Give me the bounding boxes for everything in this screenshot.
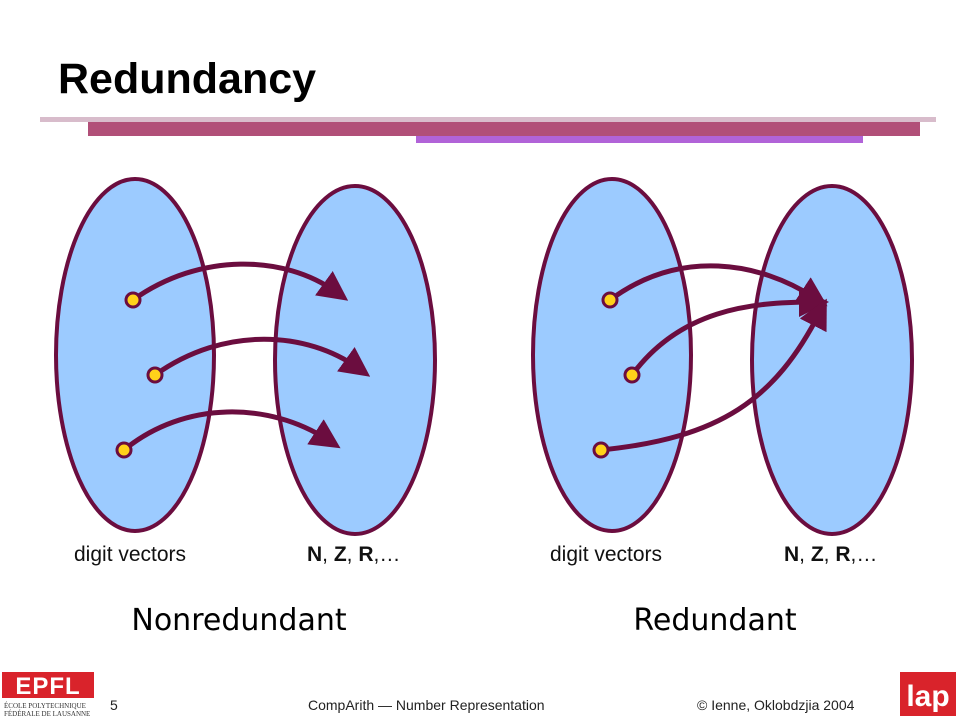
ellipsis: ,…: [373, 543, 401, 566]
epfl-logo-subtitle-2: FÉDÉRALE DE LAUSANNE: [4, 710, 90, 718]
header-rule-thin: [40, 117, 936, 122]
digit-vector-point: [592, 441, 610, 459]
redundant-caption: Redundant: [633, 603, 797, 638]
separator: ,: [346, 543, 359, 566]
lap-logo-text: lap: [906, 680, 949, 713]
lap-logo: lap: [900, 672, 956, 716]
nonredundant-caption: Nonredundant: [131, 603, 347, 638]
integers-symbol: Z: [333, 543, 347, 566]
number-sets-label: N, Z, R,…: [784, 543, 877, 567]
integers-symbol: Z: [810, 543, 824, 566]
digit-vectors-set: [531, 177, 693, 533]
mapping-arrow: [122, 409, 341, 452]
ellipsis: ,…: [850, 543, 878, 566]
mapping-arrow: [600, 298, 827, 453]
page-number: 5: [110, 697, 118, 713]
epfl-logo-text: EPFL: [15, 673, 80, 700]
mapping-arrow: [153, 336, 371, 378]
header-rule-thick: [88, 122, 920, 136]
course-title: CompArith — Number Representation: [308, 697, 545, 713]
number-set: [273, 184, 437, 536]
reals-symbol: R: [358, 543, 374, 566]
mapping-arrow: [608, 263, 828, 307]
naturals-symbol: N: [784, 543, 800, 566]
digit-vector-point: [623, 366, 641, 384]
header-rule-accent: [416, 136, 863, 143]
digit-vector-point: [146, 366, 164, 384]
digit-vectors-label: digit vectors: [74, 543, 187, 566]
reals-symbol: R: [835, 543, 851, 566]
slide-title: Redundancy: [58, 55, 317, 103]
separator: ,: [322, 543, 334, 566]
mapping-arrow: [131, 261, 349, 303]
separator: ,: [799, 543, 811, 566]
epfl-logo: EPFL ÉCOLE POLYTECHNIQUE FÉDÉRALE DE LAU…: [2, 672, 94, 718]
digit-vector-point: [124, 291, 142, 309]
epfl-logo-subtitle-1: ÉCOLE POLYTECHNIQUE: [4, 702, 86, 710]
naturals-symbol: N: [307, 543, 323, 566]
number-sets-label: N, Z, R,…: [307, 543, 400, 567]
mapping-arrow: [629, 287, 829, 377]
digit-vector-point: [601, 291, 619, 309]
number-set: [750, 184, 914, 536]
digit-vectors-label: digit vectors: [550, 543, 663, 566]
separator: ,: [823, 543, 836, 566]
nonredundant-diagram: [54, 177, 437, 536]
copyright: © Ienne, Oklobdzjia 2004: [697, 697, 855, 713]
digit-vectors-set: [54, 177, 216, 533]
digit-vector-point: [115, 441, 133, 459]
redundant-diagram: [531, 177, 914, 536]
